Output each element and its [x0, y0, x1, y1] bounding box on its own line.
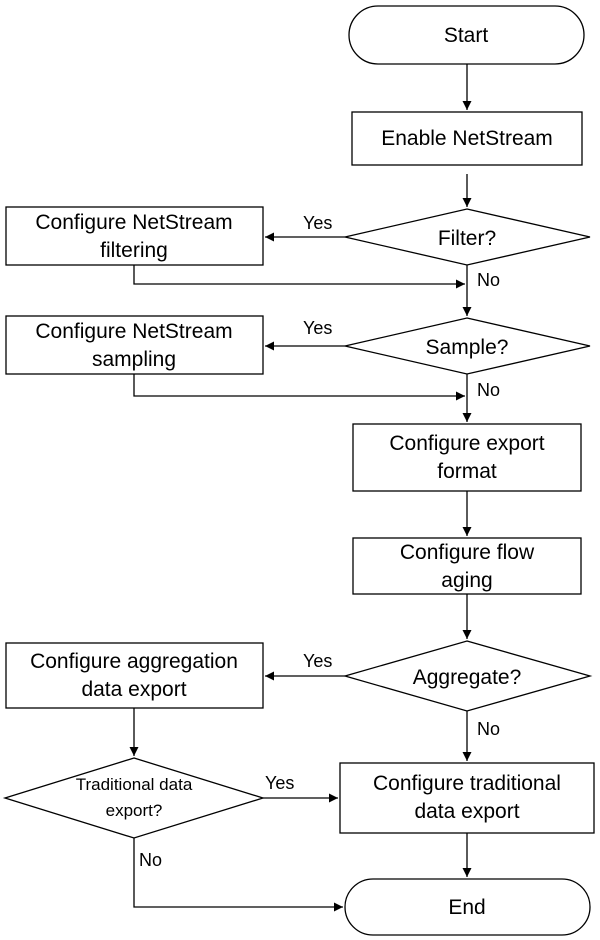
configure-sampling-label-line2: sampling: [92, 348, 176, 371]
configure-traditional-export-label-line2: data export: [414, 800, 519, 823]
sample-yes-label: Yes: [303, 318, 332, 338]
start-node: Start: [348, 5, 585, 65]
configure-traditional-export-label-line1: Configure traditional: [373, 772, 561, 795]
start-label: Start: [444, 24, 489, 47]
filter-yes-label: Yes: [303, 213, 332, 233]
traditional-no-label: No: [139, 850, 162, 870]
aggregate-yes-label: Yes: [303, 651, 332, 671]
configure-filtering-node: Configure NetStream filtering: [5, 206, 264, 266]
sample-decision-label: Sample?: [426, 336, 509, 359]
connector-traditional-no: [133, 838, 343, 912]
traditional-export-decision-node: Traditional data export?: [2, 757, 266, 839]
end-node: End: [344, 878, 591, 936]
sample-no-label: No: [477, 380, 500, 400]
configure-flow-aging-label-line2: aging: [441, 569, 492, 592]
aggregate-no-label: No: [477, 719, 500, 739]
configure-sampling-node: Configure NetStream sampling: [5, 315, 264, 375]
configure-filtering-label-line1: Configure NetStream: [35, 211, 232, 234]
configure-export-format-label-line2: format: [437, 460, 497, 483]
traditional-export-decision-label-line2: export?: [106, 801, 163, 820]
enable-netstream-node: Enable NetStream: [351, 111, 583, 166]
configure-traditional-export-node: Configure traditional data export: [339, 762, 595, 834]
configure-aggregation-export-node: Configure aggregation data export: [5, 642, 264, 709]
configure-aggregation-export-label-line1: Configure aggregation: [30, 650, 238, 673]
configure-export-format-node: Configure export format: [352, 423, 582, 492]
end-label: End: [448, 896, 485, 919]
connector-sampling-merge: [133, 374, 465, 401]
filter-no-label: No: [477, 270, 500, 290]
traditional-yes-label: Yes: [265, 773, 294, 793]
configure-aggregation-export-label-line2: data export: [81, 678, 186, 701]
aggregate-decision-label: Aggregate?: [413, 666, 522, 689]
filter-decision-node: Filter?: [344, 208, 591, 266]
enable-netstream-label: Enable NetStream: [381, 127, 553, 150]
aggregate-decision-node: Aggregate?: [342, 640, 593, 712]
traditional-export-decision-label-line1: Traditional data: [76, 775, 193, 794]
connector-filtering-merge: [133, 265, 465, 289]
configure-flow-aging-label-line1: Configure flow: [400, 541, 535, 564]
configure-flow-aging-node: Configure flow aging: [352, 537, 582, 595]
sample-decision-node: Sample?: [344, 317, 591, 375]
configure-export-format-label-line1: Configure export: [389, 432, 544, 455]
configure-filtering-label-line2: filtering: [100, 239, 168, 262]
filter-decision-label: Filter?: [438, 227, 496, 250]
configure-sampling-label-line1: Configure NetStream: [35, 320, 232, 343]
